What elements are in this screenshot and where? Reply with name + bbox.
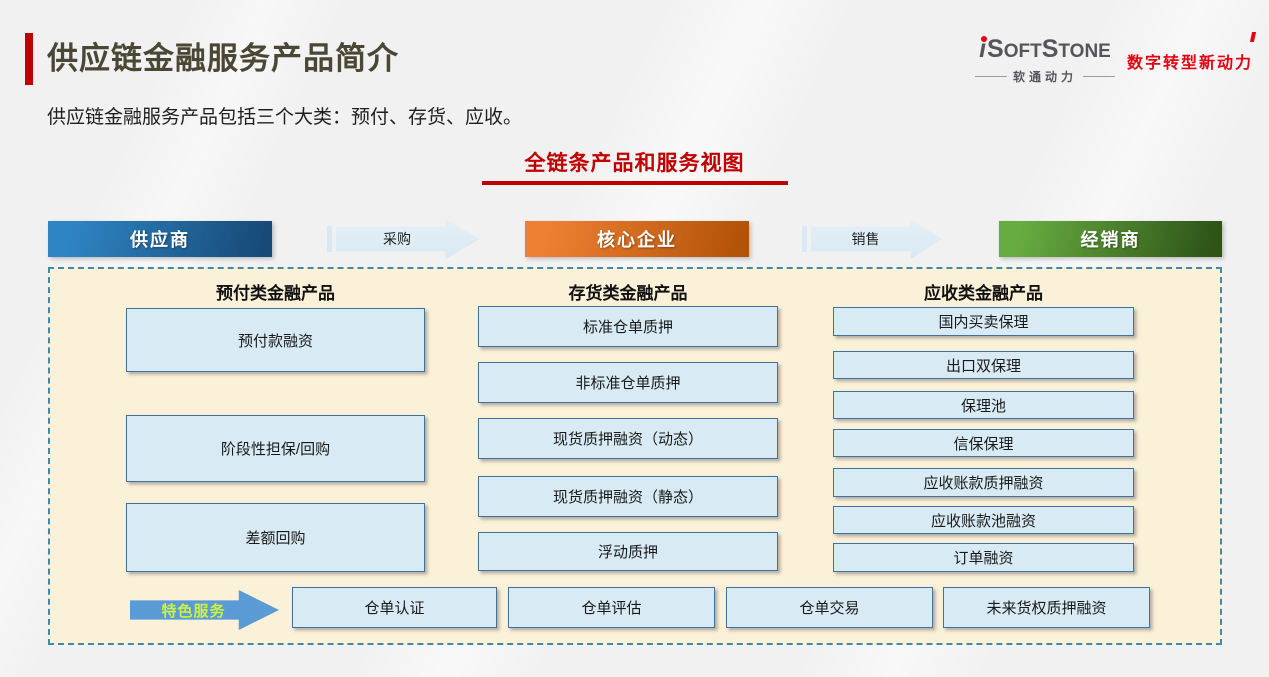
logo-wordmark: iSOFTSTONE [979, 36, 1111, 66]
flow-arrow-label: 采购 [383, 231, 411, 247]
logo-dash-left [974, 76, 1007, 77]
product-box: 现货质押融资（静态） [478, 476, 778, 517]
flow-node-label: 供应商 [130, 230, 190, 250]
logo-wordmark-seg: TONE [1058, 41, 1111, 62]
arrow-tail-bar [802, 226, 807, 252]
product-box: 国内买卖保理 [833, 307, 1134, 336]
flow-arrow-procurement: 采购 [327, 219, 480, 259]
product-box: 差额回购 [126, 503, 425, 572]
product-box: 现货质押融资（动态） [478, 418, 778, 459]
flow-node-supplier: 供应商 [48, 221, 272, 257]
slide-subtitle: 供应链金融服务产品包括三个大类：预付、存货、应收。 [47, 107, 523, 128]
product-box: 浮动质押 [478, 532, 778, 571]
page-title: 供应链金融服务产品简介 [47, 41, 399, 76]
right-arrow-icon: 采购 [336, 219, 480, 259]
logo-letter-i: i [979, 35, 987, 63]
logo-chinese-name: 软通动力 [974, 68, 1115, 85]
product-box: 信保保理 [833, 429, 1134, 457]
product-box: 出口双保理 [833, 351, 1134, 379]
logo-dash-right [1082, 76, 1115, 77]
product-box: 预付款融资 [126, 308, 425, 372]
section-title-underline [481, 181, 788, 185]
isoftstone-logo: iSOFTSTONE 软通动力 数字转型新动力 [974, 32, 1257, 85]
product-box: 应收账款质押融资 [833, 468, 1134, 497]
column-header-inventory: 存货类金融产品 [568, 284, 688, 303]
product-box: 保理池 [833, 391, 1134, 419]
flow-node-label: 核心企业 [597, 230, 677, 250]
special-service-box: 仓单交易 [726, 587, 933, 628]
product-box: 非标准仓单质押 [478, 362, 778, 403]
logo-chinese-text: 软通动力 [1012, 70, 1077, 84]
special-service-box: 仓单认证 [292, 587, 497, 628]
logo-tagline: 数字转型新动力 [1126, 54, 1253, 72]
product-box: 订单融资 [833, 543, 1134, 572]
flow-node-distributor: 经销商 [999, 221, 1222, 257]
section-title: 全链条产品和服务视图 [0, 147, 1269, 185]
right-arrow-icon: 销售 [811, 219, 942, 259]
title-accent-bar [25, 33, 33, 85]
special-service-box: 仓单评估 [508, 587, 715, 628]
product-box: 应收账款池融资 [833, 506, 1134, 534]
logo-red-mark [1249, 32, 1257, 42]
flow-node-label: 经销商 [1080, 230, 1141, 250]
column-header-receivables: 应收类金融产品 [924, 284, 1043, 303]
product-box: 标准仓单质押 [478, 306, 778, 347]
flow-node-core-enterprise: 核心企业 [525, 221, 749, 257]
column-header-prepayment: 预付类金融产品 [216, 284, 335, 303]
special-services-label: 特色服务 [161, 602, 226, 620]
special-service-box: 未来货权质押融资 [943, 587, 1150, 628]
logo-lockup: iSOFTSTONE 软通动力 [974, 36, 1115, 85]
flow-arrow-sales: 销售 [802, 219, 942, 259]
logo-wordmark-seg: OFT [1003, 41, 1042, 62]
logo-wordmark-seg: S [1041, 35, 1059, 63]
logo-wordmark-seg: S [987, 35, 1004, 63]
product-box: 阶段性担保/回购 [126, 415, 425, 482]
section-title-text: 全链条产品和服务视图 [524, 152, 745, 175]
flow-arrow-label: 销售 [851, 231, 880, 247]
arrow-tail-bar [327, 226, 332, 252]
